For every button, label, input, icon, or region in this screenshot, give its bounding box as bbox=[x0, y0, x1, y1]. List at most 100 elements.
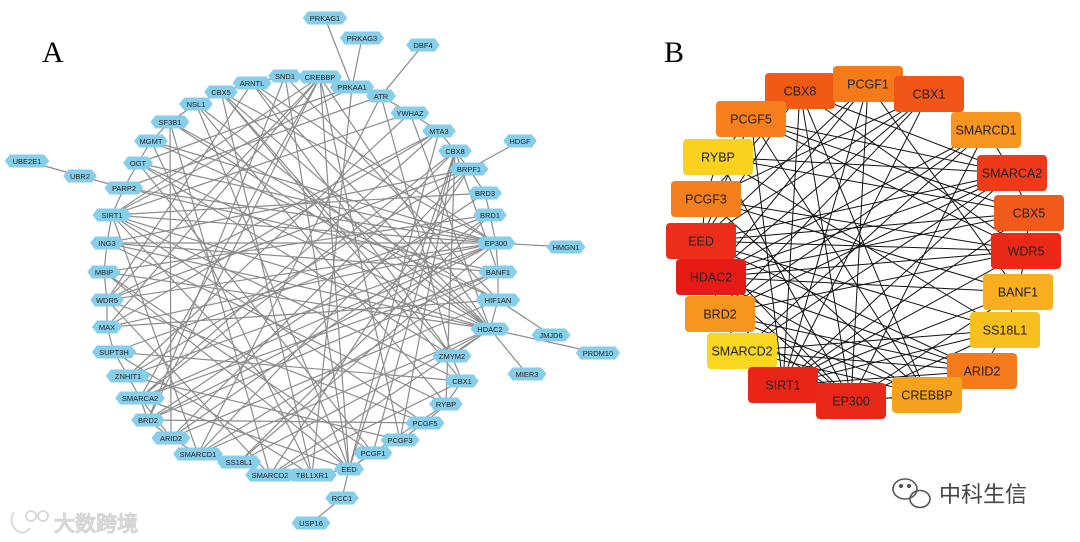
node-a-cbx8[interactable]: CBX8 bbox=[438, 144, 472, 158]
node-a-ubr2[interactable]: UBR2 bbox=[63, 169, 97, 183]
node-a-prkaa1[interactable]: PRKAA1 bbox=[329, 80, 375, 94]
node-a-smarcd2[interactable]: SMARCD2 bbox=[245, 468, 295, 482]
node-a-crebbp[interactable]: CREBBP bbox=[297, 70, 343, 84]
node-b-arid2[interactable]: ARID2 bbox=[947, 353, 1017, 389]
node-a-prdm10[interactable]: PRDM10 bbox=[575, 346, 621, 360]
node-a-rybp[interactable]: RYBP bbox=[429, 397, 463, 411]
edge-a-hif1an-sf3b1 bbox=[169, 121, 499, 301]
node-a-shape bbox=[531, 328, 571, 342]
node-a-hif1an[interactable]: HIF1AN bbox=[475, 293, 521, 307]
node-a-tbl1xr1[interactable]: TBL1XR1 bbox=[287, 468, 337, 482]
node-b-rybp[interactable]: RYBP bbox=[683, 139, 753, 175]
node-b-sirt1[interactable]: SIRT1 bbox=[748, 367, 818, 403]
node-a-pcgf5[interactable]: PCGF5 bbox=[405, 416, 445, 430]
node-a-atr[interactable]: ATR bbox=[366, 89, 396, 103]
node-b-cbx8[interactable]: CBX8 bbox=[765, 73, 835, 109]
node-a-usp16[interactable]: USP16 bbox=[291, 516, 331, 530]
node-a-prkag1[interactable]: PRKAG1 bbox=[302, 11, 348, 25]
node-a-label: PCGF1 bbox=[360, 449, 385, 458]
node-a-jmjd6[interactable]: JMJD6 bbox=[531, 328, 571, 342]
node-b-smarca2[interactable]: SMARCA2 bbox=[977, 155, 1047, 191]
node-a-smarcd1[interactable]: SMARCD1 bbox=[173, 447, 223, 461]
node-a-label: SIRT1 bbox=[101, 211, 122, 220]
node-a-ep300[interactable]: EP300 bbox=[476, 236, 516, 250]
node-a-prkag3[interactable]: PRKAG3 bbox=[339, 31, 385, 45]
node-a-ing3[interactable]: ING3 bbox=[90, 236, 124, 250]
node-b-ep300[interactable]: EP300 bbox=[816, 383, 886, 419]
node-a-mier3[interactable]: MIER3 bbox=[507, 367, 547, 381]
node-a-ogt[interactable]: OGT bbox=[123, 156, 153, 170]
node-a-eed[interactable]: EED bbox=[334, 462, 364, 476]
node-a-sirt1[interactable]: SIRT1 bbox=[92, 208, 132, 222]
node-a-cbx1[interactable]: CBX1 bbox=[445, 374, 479, 388]
node-b-pcgf1[interactable]: PCGF1 bbox=[833, 66, 903, 102]
node-a-shape bbox=[325, 491, 359, 505]
watermark-logo-icon bbox=[10, 510, 49, 534]
node-a-cbx5[interactable]: CBX5 bbox=[204, 85, 238, 99]
edge-a-prkag3-prkaa1 bbox=[351, 37, 363, 88]
node-a-parp2[interactable]: PARP2 bbox=[104, 181, 144, 195]
node-a-brd1[interactable]: BRD1 bbox=[473, 208, 507, 222]
node-a-pcgf1[interactable]: PCGF1 bbox=[353, 446, 393, 460]
node-a-brd2[interactable]: BRD2 bbox=[131, 413, 165, 427]
node-a-max[interactable]: MAX bbox=[92, 320, 122, 334]
node-a-pcgf3[interactable]: PCGF3 bbox=[380, 433, 420, 447]
node-a-sf3b1[interactable]: SF3B1 bbox=[150, 115, 190, 129]
node-a-mgmt[interactable]: MGMT bbox=[134, 134, 168, 148]
node-a-ywhaz[interactable]: YWHAZ bbox=[390, 106, 430, 120]
node-a-wdr5[interactable]: WDR5 bbox=[90, 293, 124, 307]
node-a-shape bbox=[268, 69, 302, 83]
node-a-label: JMJD6 bbox=[539, 331, 562, 340]
node-b-brd2[interactable]: BRD2 bbox=[685, 296, 755, 332]
node-b-pcgf3[interactable]: PCGF3 bbox=[671, 181, 741, 217]
node-b-eed[interactable]: EED bbox=[666, 223, 736, 259]
node-a-shape bbox=[151, 431, 191, 445]
node-a-arid2[interactable]: ARID2 bbox=[151, 431, 191, 445]
node-b-smarcd2[interactable]: SMARCD2 bbox=[707, 333, 777, 369]
node-a-banf1[interactable]: BANF1 bbox=[478, 265, 518, 279]
node-a-arntl[interactable]: ARNTL bbox=[232, 76, 272, 90]
edge-a-sirt1-eed bbox=[111, 214, 350, 470]
node-a-supt3h[interactable]: SUPT3H bbox=[91, 345, 137, 359]
node-a-label: CBX8 bbox=[445, 147, 465, 156]
node-a-znhit1[interactable]: ZNHIT1 bbox=[105, 369, 151, 383]
node-a-shape bbox=[470, 322, 510, 336]
edge-a-zmym2-cbx5 bbox=[220, 91, 453, 357]
node-a-ube2e1[interactable]: UBE2E1 bbox=[4, 154, 50, 168]
node-b-cbx1[interactable]: CBX1 bbox=[894, 76, 964, 112]
node-b-banf1[interactable]: BANF1 bbox=[983, 274, 1053, 310]
node-b-ss18l1[interactable]: SS18L1 bbox=[970, 312, 1040, 348]
node-b-wdr5[interactable]: WDR5 bbox=[991, 233, 1061, 269]
node-a-snd1[interactable]: SND1 bbox=[268, 69, 302, 83]
node-b-shape bbox=[748, 367, 818, 403]
node-a-rcc1[interactable]: RCC1 bbox=[325, 491, 359, 505]
node-a-ss18l1[interactable]: SS18L1 bbox=[216, 455, 262, 469]
node-a-brpf1[interactable]: BRPF1 bbox=[449, 162, 489, 176]
node-a-nsl1[interactable]: NSL1 bbox=[179, 97, 213, 111]
node-a-mta3[interactable]: MTA3 bbox=[422, 124, 456, 138]
node-a-hmgn1[interactable]: HMGN1 bbox=[546, 240, 586, 254]
node-a-dbf4[interactable]: DBF4 bbox=[406, 38, 440, 52]
node-b-label: PCGF1 bbox=[847, 78, 889, 92]
edge-a-brd1-arid2 bbox=[170, 214, 491, 439]
node-b-hdac2[interactable]: HDAC2 bbox=[676, 259, 746, 295]
node-b-smarcd1[interactable]: SMARCD1 bbox=[951, 112, 1021, 148]
node-a-label: MIER3 bbox=[516, 370, 539, 379]
edge-b-smarca2-brd2 bbox=[719, 172, 1013, 315]
node-b-label: PCGF3 bbox=[685, 193, 727, 207]
node-a-label: HIF1AN bbox=[485, 296, 512, 305]
node-a-brd3[interactable]: BRD3 bbox=[468, 186, 502, 200]
node-a-smarca2[interactable]: SMARCA2 bbox=[115, 391, 165, 405]
node-a-hdgf[interactable]: HDGF bbox=[503, 134, 537, 148]
node-a-zmym2[interactable]: ZMYM2 bbox=[432, 349, 472, 363]
node-b-crebbp[interactable]: CREBBP bbox=[892, 377, 962, 413]
node-a-hdac2[interactable]: HDAC2 bbox=[470, 322, 510, 336]
node-b-pcgf5[interactable]: PCGF5 bbox=[716, 101, 786, 137]
node-a-label: ARNTL bbox=[240, 79, 265, 88]
edge-b-smarcd1-smarcd2 bbox=[741, 129, 987, 352]
node-a-label: MBIP bbox=[95, 268, 113, 277]
node-b-cbx5[interactable]: CBX5 bbox=[994, 195, 1064, 231]
node-a-mbip[interactable]: MBIP bbox=[87, 265, 121, 279]
